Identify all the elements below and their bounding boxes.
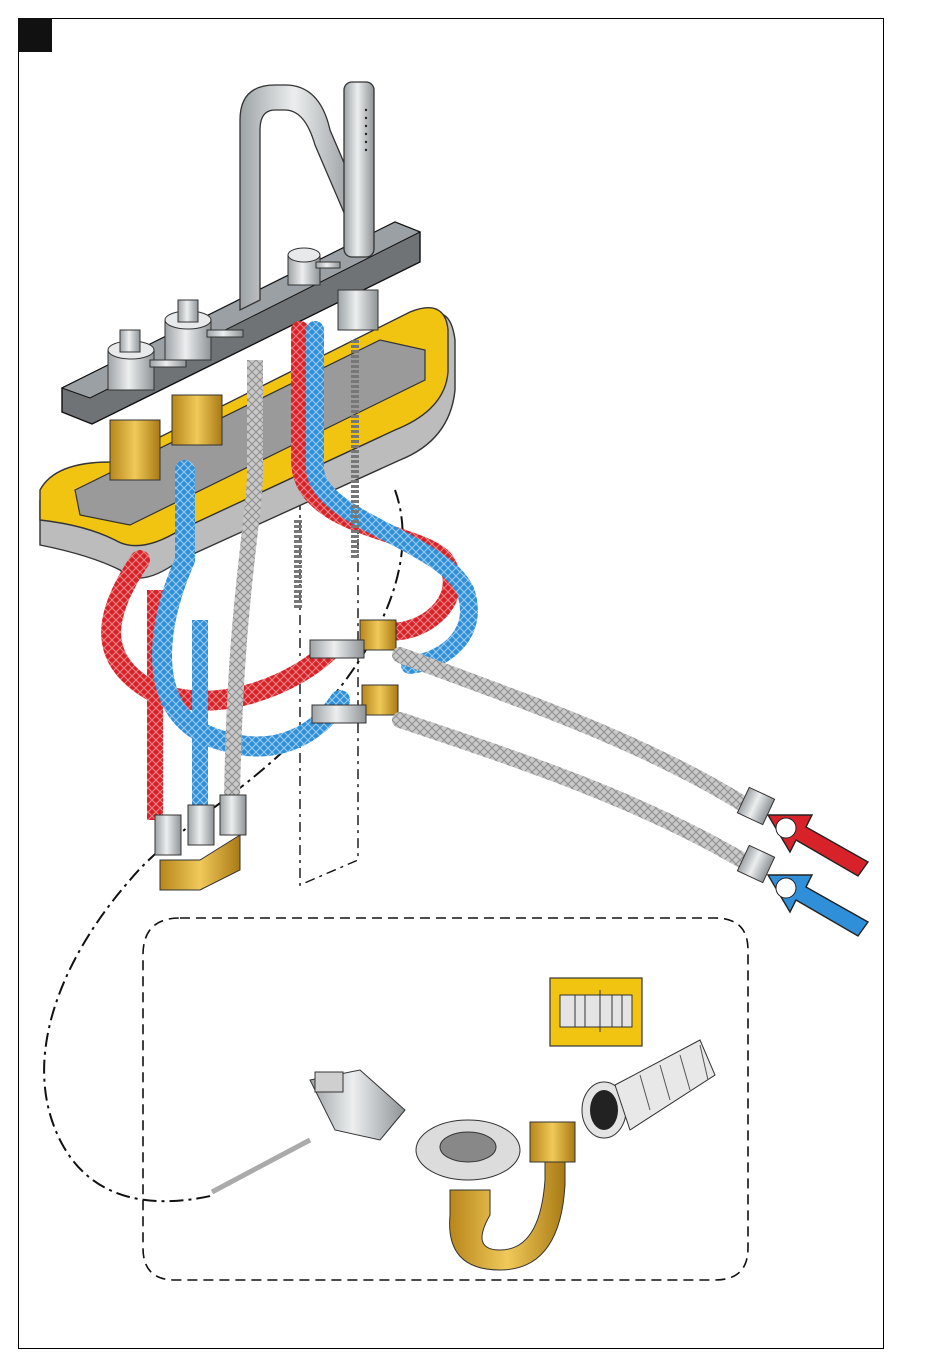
hose-connector-detail-icon bbox=[550, 978, 642, 1046]
valve-body-cold bbox=[172, 395, 222, 445]
waste-trap bbox=[416, 1120, 575, 1270]
valve-body-hot bbox=[110, 420, 160, 480]
hand-shower bbox=[344, 82, 374, 257]
tee-connector-hot bbox=[310, 620, 396, 658]
supply-nut-hot bbox=[737, 787, 774, 824]
hand-shower-guide bbox=[300, 500, 358, 885]
overflow-tube bbox=[212, 1070, 405, 1192]
flexible-waste-hose bbox=[582, 1040, 715, 1138]
hot-water-inlet-arrow-icon bbox=[768, 815, 868, 876]
diverter-body bbox=[338, 290, 378, 330]
cold-water-inlet-arrow-icon bbox=[768, 875, 868, 936]
supply-hose-cold bbox=[400, 720, 745, 862]
outlet-fittings bbox=[155, 795, 246, 890]
